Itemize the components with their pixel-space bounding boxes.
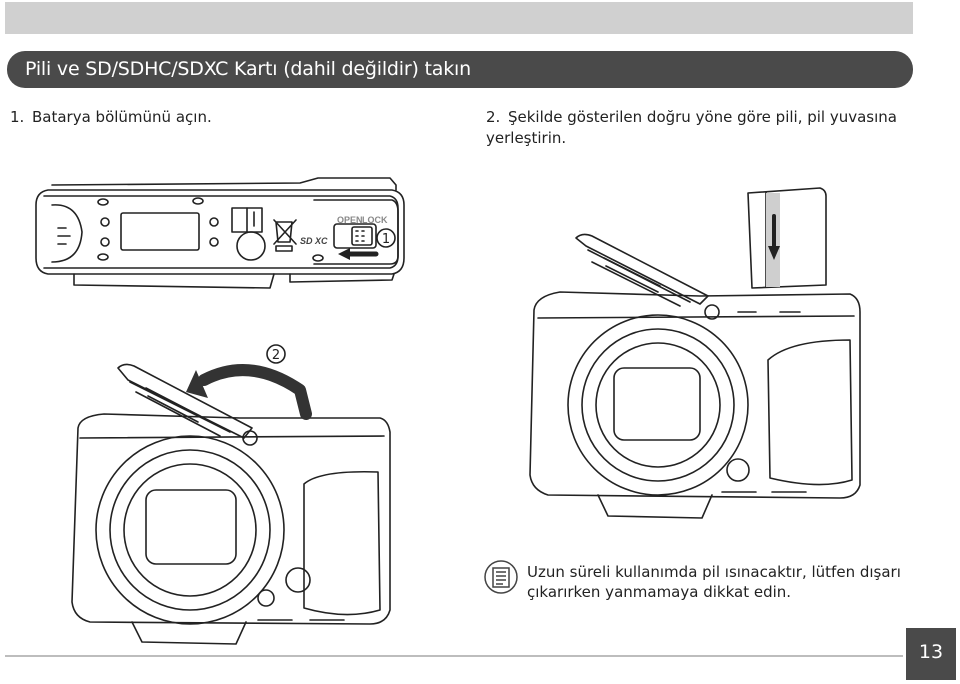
section-title-bar: Pili ve SD/SDHC/SDXC Kartı (dahil değild… <box>7 51 913 88</box>
page-number: 13 <box>918 641 944 663</box>
page-number-box: 13 <box>906 628 956 680</box>
step-2-text: Şekilde gösterilen doğru yöne göre pili,… <box>486 108 897 147</box>
section-title: Pili ve SD/SDHC/SDXC Kartı (dahil değild… <box>25 58 471 80</box>
lock-label: LOCK <box>362 215 388 225</box>
step-2-number: 2. <box>486 108 501 126</box>
note-text: Uzun süreli kullanımda pil ısınacaktır, … <box>527 563 901 601</box>
open-label: OPEN <box>337 215 363 225</box>
step-1: 1. Batarya bölümünü açın. <box>10 107 310 128</box>
camera-door-close <box>71 363 391 645</box>
camera-battery-insert <box>529 187 861 519</box>
sd-logo: SD XC <box>300 236 328 246</box>
footer-divider <box>5 655 903 657</box>
callout-2: 2 <box>272 348 280 363</box>
top-strip <box>5 2 913 34</box>
step-1-number: 1. <box>10 108 25 126</box>
step-2: 2.Şekilde gösterilen doğru yöne göre pil… <box>486 107 906 149</box>
step-1-text: Batarya bölümünü açın. <box>32 108 212 126</box>
note-icon <box>484 560 518 594</box>
callout-1: 1 <box>382 232 390 247</box>
camera-bottom-view <box>35 177 405 289</box>
